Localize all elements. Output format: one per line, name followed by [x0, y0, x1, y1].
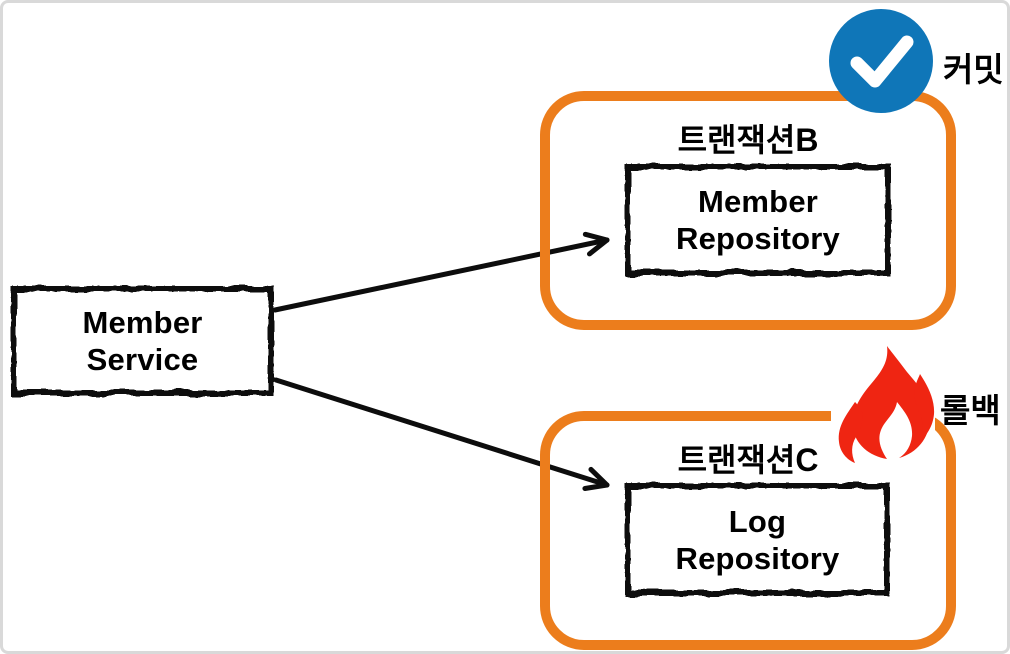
log-repository-border: [625, 483, 890, 596]
member-repository-label-line2: Repository: [676, 221, 840, 256]
member-repository-border: [625, 164, 891, 276]
transaction-b-title: 트랜잭션B: [677, 122, 819, 158]
log-repository-box: Log Repository: [625, 483, 890, 596]
check-circle-svg: [829, 9, 933, 113]
member-repository-label-line1: Member: [697, 184, 819, 219]
transaction-c-container: 트랜잭션C Log Repository: [540, 411, 956, 650]
check-circle-icon: [829, 9, 933, 113]
transaction-b-container: 트랜잭션B Member Repository: [540, 91, 956, 330]
log-repository-label-line2: Repository: [675, 540, 840, 576]
member-service-label: Member Service: [11, 286, 274, 396]
commit-label: 커밋: [943, 51, 1004, 88]
transaction-c-title: 트랜잭션C: [677, 442, 819, 478]
member-repository-box: Member Repository: [625, 164, 891, 276]
rollback-label: 롤백: [940, 392, 1001, 429]
member-repository-label: Member Repository: [625, 164, 891, 276]
member-service-box: Member Service: [11, 286, 274, 396]
member-service-label-line2: Service: [86, 342, 199, 377]
log-repository-label-line1: Log: [728, 503, 787, 539]
fire-svg: [838, 346, 935, 463]
fire-icon: [831, 345, 935, 465]
log-repository-label: Log Repository: [625, 483, 890, 596]
member-service-label-line1: Member: [82, 305, 203, 340]
member-service-border: [11, 286, 274, 396]
